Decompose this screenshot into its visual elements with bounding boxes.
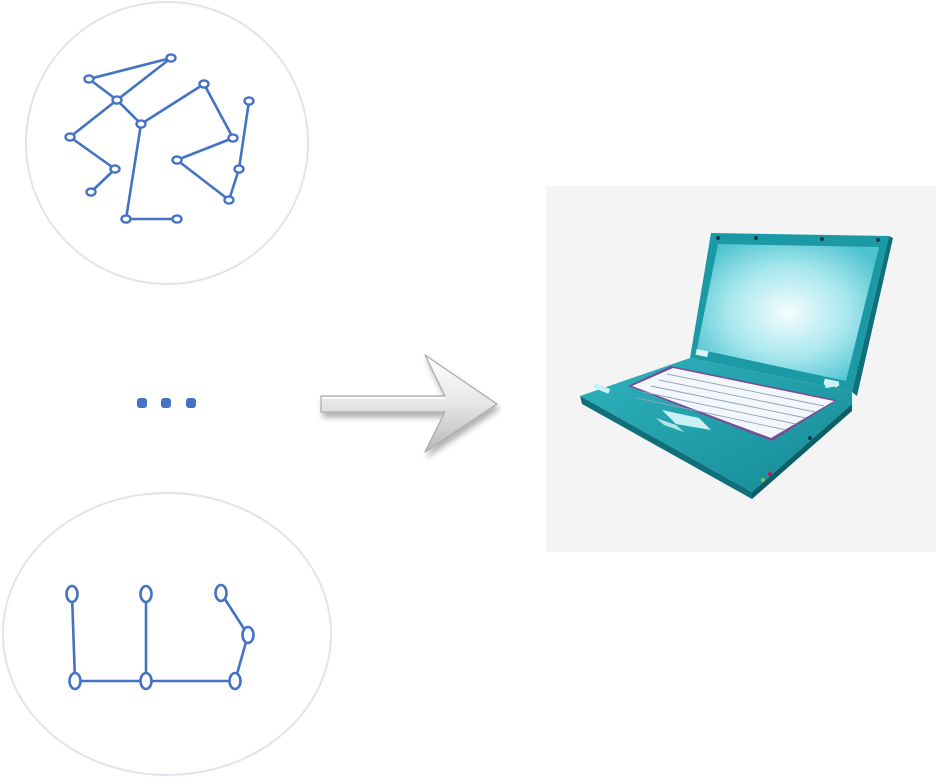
ellipsis-dot	[161, 398, 171, 408]
edge	[227, 167, 241, 202]
node	[135, 119, 147, 129]
edge	[87, 56, 173, 81]
node	[228, 671, 242, 691]
laptop-front-edge	[580, 396, 752, 499]
node	[139, 671, 153, 691]
ellipsis-icon	[137, 398, 196, 408]
webcam-dot	[820, 237, 824, 241]
bottom-graph-nodes	[65, 583, 255, 691]
right-arrow-icon	[320, 354, 498, 453]
edge	[87, 77, 119, 102]
node	[171, 214, 183, 224]
bottom-graph-circle	[2, 492, 332, 776]
ellipsis-dot	[186, 398, 196, 408]
top-graph	[25, 1, 309, 285]
webcam-dot	[754, 236, 758, 240]
node	[64, 132, 76, 142]
keyboard-rows	[636, 373, 825, 431]
edge	[68, 98, 119, 139]
node	[171, 155, 183, 165]
node	[139, 584, 153, 604]
node	[165, 53, 177, 63]
node	[68, 671, 82, 691]
edge	[237, 99, 251, 171]
node	[85, 187, 97, 197]
top-graph-edges	[68, 56, 251, 221]
node	[233, 164, 245, 174]
node	[83, 74, 95, 84]
edge	[202, 82, 235, 140]
edge	[175, 136, 235, 162]
bottom-graph	[2, 492, 332, 776]
edge	[139, 82, 206, 126]
edge	[175, 158, 231, 202]
ellipsis-dot	[137, 398, 147, 408]
node	[243, 96, 255, 106]
top-graph-nodes	[64, 53, 255, 224]
edge	[115, 98, 143, 126]
laptop-touchpad	[662, 410, 711, 430]
webcam-dot	[876, 238, 880, 242]
node	[120, 214, 132, 224]
edge	[70, 592, 77, 683]
laptop-icon	[580, 233, 893, 499]
edge	[115, 56, 173, 102]
node	[214, 583, 228, 603]
node	[227, 133, 239, 143]
node	[111, 95, 123, 105]
laptop-panel	[546, 186, 936, 552]
node	[198, 79, 210, 89]
edge	[68, 135, 117, 171]
laptop-screen	[697, 244, 879, 381]
top-graph-circle	[25, 1, 309, 285]
node	[241, 625, 255, 645]
node	[109, 164, 121, 174]
node	[65, 584, 79, 604]
edge	[124, 122, 143, 221]
webcam-dot	[716, 236, 720, 240]
edge	[89, 167, 117, 194]
node	[223, 195, 235, 205]
